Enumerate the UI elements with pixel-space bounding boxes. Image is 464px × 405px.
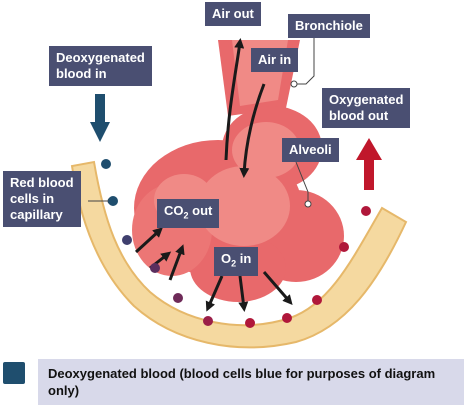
o2-arrows [205, 271, 293, 312]
capillary [70, 160, 408, 349]
blood-cell [245, 318, 255, 328]
blood-cell [203, 316, 213, 326]
alveoli-label: Alveoli [282, 138, 339, 162]
co2-out-label: CO2 out [157, 199, 220, 228]
o2-in-label: O2 in [214, 247, 259, 276]
blood-cell [339, 242, 349, 252]
air-out-arrow [224, 38, 245, 161]
alveoli-pointer-line [295, 161, 309, 204]
blood-cell [150, 263, 160, 273]
air-out-label: Air out [205, 2, 261, 26]
deoxygenated-blood-swatch [3, 362, 25, 384]
blood-cell [282, 313, 292, 323]
blood-cells [101, 159, 371, 328]
blood-cell [108, 196, 118, 206]
blood-cell [122, 235, 132, 245]
blood-cell [312, 295, 322, 305]
air-in-label: Air in [251, 48, 299, 72]
blood-cell [361, 206, 371, 216]
legend-text: Deoxygenated blood (blood cells blue for… [38, 359, 464, 405]
red-blood-cells-label: Red blood cells in capillary [3, 171, 81, 227]
legend: Deoxygenated blood (blood cells blue for… [0, 358, 464, 405]
bronchiole-label: Bronchiole [288, 14, 370, 38]
blood-out-arrow [356, 138, 382, 190]
air-in-arrow [239, 83, 266, 178]
blood-in-arrow [90, 94, 110, 142]
bronchiole-pointer-line [294, 30, 315, 85]
oxygenated-blood-out-label: Oxygenated blood out [322, 88, 411, 128]
blood-cell [173, 293, 183, 303]
blood-cell [101, 159, 111, 169]
deoxygenated-blood-in-label: Deoxygenated blood in [49, 46, 152, 86]
